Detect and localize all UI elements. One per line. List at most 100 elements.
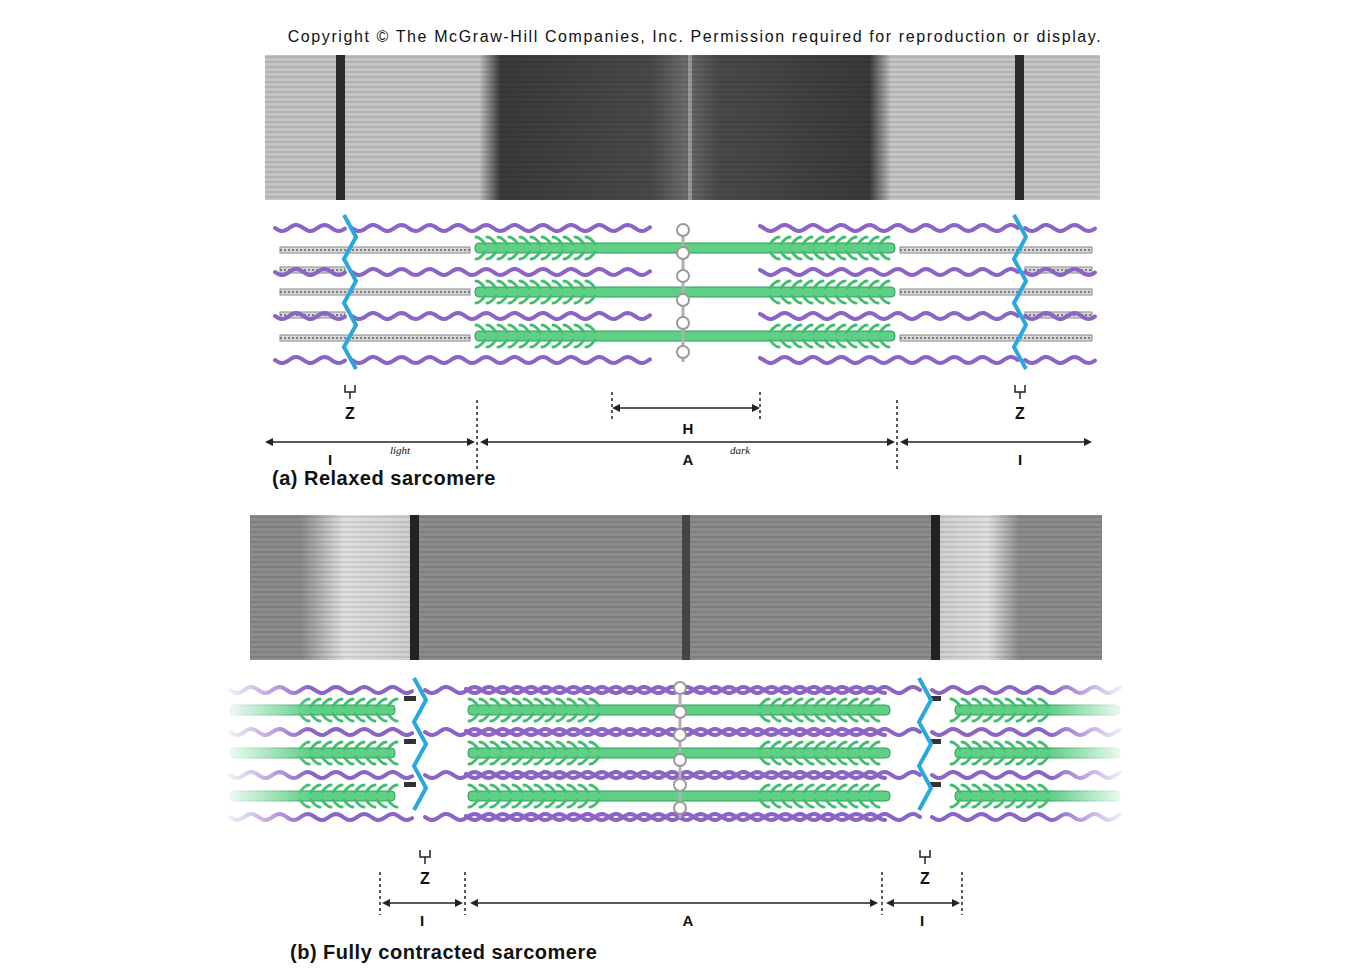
arrowhead bbox=[467, 438, 475, 446]
m-line-protein bbox=[674, 802, 686, 814]
z-line bbox=[414, 678, 426, 810]
thin-filament bbox=[275, 269, 345, 275]
myosin-head bbox=[520, 296, 529, 303]
myosin-head bbox=[951, 800, 960, 807]
thin-filament bbox=[352, 269, 650, 275]
myosin-head bbox=[793, 785, 802, 792]
myosin-head bbox=[870, 714, 879, 721]
myosin-head bbox=[377, 699, 386, 706]
thin-filament bbox=[466, 687, 920, 693]
myosin-head bbox=[781, 296, 790, 303]
myosin-head bbox=[498, 325, 507, 332]
myosin-head bbox=[1017, 785, 1026, 792]
myosin-head bbox=[568, 757, 577, 764]
myosin-head bbox=[344, 800, 353, 807]
myosin-head bbox=[962, 714, 971, 721]
panel-caption: (a) Relaxed sarcomere bbox=[272, 468, 496, 488]
myosin-head bbox=[366, 785, 375, 792]
myosin-head bbox=[524, 785, 533, 792]
arrowhead bbox=[1084, 438, 1092, 446]
z-disc bbox=[410, 515, 419, 660]
micrograph-relaxed bbox=[265, 55, 1100, 200]
z-line bbox=[919, 678, 931, 810]
myosin-head bbox=[1039, 714, 1048, 721]
myosin-head bbox=[792, 340, 801, 347]
myosin-head bbox=[502, 785, 511, 792]
myosin-head bbox=[502, 757, 511, 764]
myosin-head bbox=[1028, 785, 1037, 792]
myosin-head bbox=[1017, 714, 1026, 721]
myosin-head bbox=[1028, 800, 1037, 807]
myosin-head bbox=[333, 742, 342, 749]
myosin-head bbox=[322, 757, 331, 764]
i-band-label: I bbox=[1018, 452, 1022, 467]
myosin-head bbox=[344, 714, 353, 721]
myosin-head bbox=[586, 252, 595, 259]
myosin-head bbox=[771, 785, 780, 792]
thin-filament bbox=[760, 357, 1018, 363]
myosin-head bbox=[880, 252, 889, 259]
myosin-head bbox=[1039, 742, 1048, 749]
myosin-head bbox=[984, 785, 993, 792]
myosin-head bbox=[487, 237, 496, 244]
myosin-head bbox=[590, 699, 599, 706]
myosin-head bbox=[557, 757, 566, 764]
myosin-head bbox=[770, 340, 779, 347]
myosin-head bbox=[1028, 714, 1037, 721]
myosin-head bbox=[575, 237, 584, 244]
myosin-head bbox=[564, 325, 573, 332]
myosin-head bbox=[995, 757, 1004, 764]
myosin-head bbox=[322, 714, 331, 721]
myosin-head bbox=[531, 252, 540, 259]
myosin-head bbox=[804, 757, 813, 764]
myosin-head bbox=[557, 699, 566, 706]
myosin-head bbox=[476, 252, 485, 259]
myosin-head bbox=[793, 742, 802, 749]
myosin-head bbox=[535, 800, 544, 807]
myosin-head bbox=[546, 714, 555, 721]
thin-filament bbox=[1025, 269, 1095, 275]
myosin-head bbox=[837, 714, 846, 721]
myosin-head bbox=[770, 281, 779, 288]
myosin-head bbox=[476, 281, 485, 288]
myosin-head bbox=[377, 742, 386, 749]
thin-filament bbox=[760, 313, 1018, 319]
myosin-head bbox=[311, 757, 320, 764]
myosin-head bbox=[546, 742, 555, 749]
myosin-head bbox=[1006, 785, 1015, 792]
myosin-head bbox=[590, 800, 599, 807]
handwritten-note: dark bbox=[730, 445, 750, 456]
myosin-head bbox=[564, 340, 573, 347]
myosin-head bbox=[962, 757, 971, 764]
myosin-head bbox=[564, 296, 573, 303]
myosin-head bbox=[848, 714, 857, 721]
m-line-protein bbox=[677, 224, 689, 236]
dimension-line bbox=[888, 902, 958, 904]
myosin-head bbox=[1017, 757, 1026, 764]
dimension-tick bbox=[759, 392, 761, 420]
myosin-head bbox=[869, 252, 878, 259]
myosin-head bbox=[1006, 800, 1015, 807]
myosin-head bbox=[836, 237, 845, 244]
myosin-head bbox=[847, 252, 856, 259]
thin-filament bbox=[1025, 225, 1095, 231]
myosin-head bbox=[803, 281, 812, 288]
myosin-head bbox=[962, 699, 971, 706]
myosin-head bbox=[531, 340, 540, 347]
myosin-head bbox=[579, 714, 588, 721]
myosin-head bbox=[487, 281, 496, 288]
myosin-head bbox=[984, 714, 993, 721]
myosin-head bbox=[880, 281, 889, 288]
myosin-head bbox=[487, 325, 496, 332]
myosin-head bbox=[333, 757, 342, 764]
myosin-head bbox=[847, 296, 856, 303]
myosin-head bbox=[793, 800, 802, 807]
myosin-head bbox=[311, 742, 320, 749]
z-symbol bbox=[920, 850, 930, 864]
myosin-head bbox=[502, 699, 511, 706]
myosin-head bbox=[951, 699, 960, 706]
arrowhead bbox=[870, 899, 878, 907]
myosin-head bbox=[564, 252, 573, 259]
myosin-head bbox=[502, 714, 511, 721]
myosin-head bbox=[760, 800, 769, 807]
